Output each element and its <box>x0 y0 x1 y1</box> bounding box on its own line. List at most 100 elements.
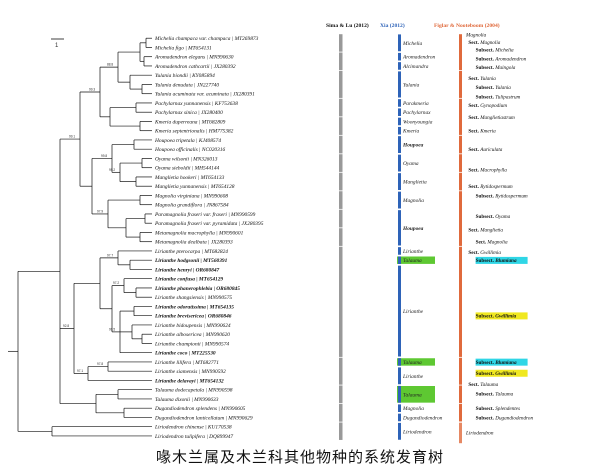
taxon-label: Lirianthe coco | MT225530 <box>154 351 216 357</box>
figlar-group-label: Sect. Manglietia <box>468 228 503 234</box>
header-sima: Sima & Lu (2012) <box>326 22 369 29</box>
figlar-rank: Subsect. <box>476 94 496 100</box>
xia-group-label: Magnolia <box>402 198 424 204</box>
taxon-label: Kmeria septentrionalis | HM775382 <box>154 129 234 135</box>
taxon-label: Metamagnolia macrophylla | MN990601 <box>154 230 244 236</box>
taxon-label: Lirianthe shangsiensis | MN990575 <box>154 295 232 301</box>
figlar-group-label: Sect. Yulania <box>468 76 496 82</box>
header-xia: Xia (2012) <box>380 22 405 29</box>
figlar-taxon-name: Talauma <box>495 391 513 397</box>
taxon-label: Lirianthe pterocarpa | MT682824 <box>154 249 228 255</box>
figlar-taxon-name: Tulipastrum <box>495 94 520 100</box>
xia-group-label: Kmeria <box>402 129 419 135</box>
taxon-label: Metamagnolia dealbata | JX280393 <box>154 240 233 246</box>
figlar-rank: Subsect. <box>476 57 496 63</box>
xia-bar <box>398 108 401 116</box>
taxon-label: Michelia champaca var. champaca | MT2698… <box>154 36 259 42</box>
figlar-group-label: Sect. Rytidospermum <box>468 184 513 190</box>
xia-bar <box>398 126 401 135</box>
xia-group-label: Lirianthe <box>402 309 424 315</box>
figlar-group-label: Subsect. Maingola <box>476 65 516 71</box>
figlar-taxon-name: Splendentes <box>495 406 520 412</box>
xia-bar <box>398 136 401 153</box>
figlar-group-label: Subsect. Oyama <box>476 214 511 220</box>
figlar-taxon-name: Yulania <box>495 85 511 91</box>
node-support-label: 88.8 <box>107 63 113 67</box>
figlar-group-label: Subsect. Dugandiodendron <box>476 415 534 421</box>
figlar-group-label: Magnolia <box>465 33 487 39</box>
figlar-rank: Subsect. <box>476 371 496 377</box>
figlar-rank: Sect. <box>468 115 480 121</box>
xia-group-label: Lirianthe <box>402 249 424 255</box>
xia-group-label: Yulania <box>403 82 420 88</box>
node-support-label: 99.1 <box>69 135 75 139</box>
figlar-group-label: Subsect. Yulania <box>476 85 512 91</box>
figure-caption: 喙木兰属及木兰科其他物种的系统发育树 <box>156 448 444 466</box>
figlar-taxon-name: Blumiana <box>494 258 517 264</box>
taxon-label: Lirianthe championii | MN990574 <box>154 341 229 347</box>
figlar-taxon-name: Gwillimia <box>480 250 501 256</box>
figlar-taxon-name: Manglietia <box>479 228 503 234</box>
figlar-group-label: Subsect. Blumiana <box>476 258 517 264</box>
xia-group-label: Parakmeria <box>402 101 429 107</box>
figlar-rank: Subsect. <box>476 258 496 264</box>
figlar-taxon-name: Kmeria <box>479 129 496 135</box>
figlar-rank: Subsect. <box>476 314 496 320</box>
xia-bar <box>398 191 401 209</box>
header-figlar: Figlar & Nooteboom (2004) <box>434 22 500 29</box>
node-support-label: 99.5 <box>109 327 115 331</box>
node-support-label: 97.9 <box>97 209 103 213</box>
taxon-label: Yulania biondii | KY085894 <box>155 73 215 79</box>
figlar-rank: Sect. <box>468 184 480 190</box>
xia-highlight <box>397 386 435 403</box>
figlar-bar-liriodendron <box>459 422 462 444</box>
figlar-taxon-name: Liriodendron <box>465 430 494 436</box>
taxon-label: Houpoea officinalis | NC020316 <box>154 146 226 153</box>
figlar-rank: Sect. <box>468 40 480 46</box>
xia-bar <box>398 265 401 357</box>
taxon-label: Lirianthe siamensis | MN990592 <box>154 369 226 375</box>
figlar-taxon-name: Magnolia <box>479 40 501 46</box>
xia-group-label: Talauma <box>403 258 422 264</box>
xia-group-label: Magnolia <box>402 406 424 412</box>
xia-group-label: Pachylarnax <box>402 110 431 116</box>
xia-bar <box>398 173 401 190</box>
xia-highlight <box>397 358 435 366</box>
taxon-label: Liriodendron chinense | KU170538 <box>154 425 232 431</box>
figlar-highlight <box>475 256 528 264</box>
xia-bar <box>398 62 401 70</box>
taxon-label: Dugandiodendron splendens | MN990605 <box>154 406 246 412</box>
xia-bar <box>398 256 401 264</box>
figlar-taxon-name: Gwillimia <box>495 314 516 320</box>
node-support-label: 99.3 <box>89 87 95 91</box>
node-support-label: 97.7 <box>107 253 113 257</box>
taxon-label: Liriodendron tulipifera | DQ899947 <box>154 433 233 440</box>
figlar-taxon-name: Michelia <box>494 47 514 53</box>
taxon-label: Pachylarnax sinica | JX280400 <box>154 110 223 116</box>
figlar-group-label: Sect. Macrophylla <box>468 168 507 174</box>
figlar-group-label: Sect. Magnolia <box>468 40 500 46</box>
xia-group-label: Woonyoungia <box>403 119 433 125</box>
figlar-group-label: Subsect. Rytidospermum <box>476 193 528 199</box>
xia-group-label: Michelia <box>402 41 422 47</box>
figlar-rank: Subsect. <box>476 47 496 53</box>
taxon-labels: Michelia champaca var. champaca | MT2698… <box>154 36 264 440</box>
figlar-taxon-name: Rytidospermum <box>479 184 513 190</box>
figlar-rank: Sect. <box>468 250 480 256</box>
node-support-label: 97.8 <box>97 362 103 366</box>
figlar-taxon-name: Gwillimia <box>495 371 516 377</box>
figlar-rank: Sect. <box>468 382 480 388</box>
node-support-label: 97.1 <box>77 369 83 373</box>
figlar-rank: Subsect. <box>476 360 496 366</box>
figlar-taxon-name: Yulania <box>480 76 496 82</box>
taxon-label: Oyama wilsonii | MN326013 <box>155 156 218 162</box>
xia-bar <box>398 210 401 246</box>
xia-group-label: Dugandiodendron <box>402 415 443 421</box>
taxon-label: Manglietia yunnanensis | MT654128 <box>154 184 235 190</box>
figlar-group-label: Sect. Magnolia <box>476 240 508 246</box>
figlar-group-label: Sect. Manglietiastrum <box>468 115 515 121</box>
figlar-rank: Subsect. <box>476 65 496 71</box>
figlar-group-label: Sect. Gwillimia <box>468 250 501 256</box>
xia-bar <box>398 99 401 107</box>
